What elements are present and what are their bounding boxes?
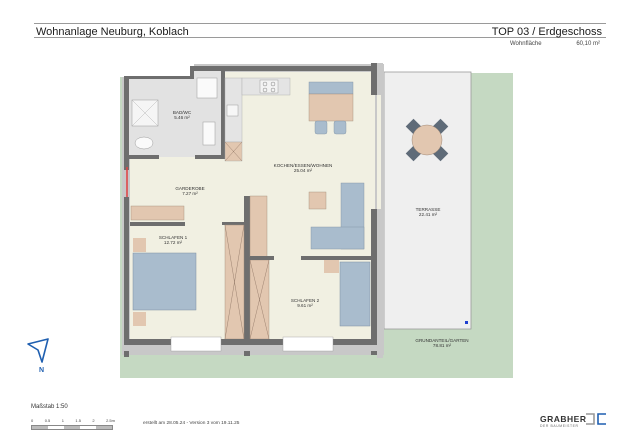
terrace-table — [405, 118, 449, 162]
washbasin — [202, 121, 216, 146]
terrace-area — [383, 71, 472, 330]
toilet — [134, 136, 154, 150]
scale-ticks: 0 0.5 1 1.5 2 2.5m — [31, 418, 115, 423]
single-bed — [339, 261, 371, 327]
scale-bar — [31, 425, 113, 430]
living-area-label: Wohnfläche — [510, 41, 542, 47]
scale-label: Maßstab 1:50 — [31, 404, 68, 410]
north-arrow-icon — [27, 338, 49, 363]
living-area-value: 60,10 m² — [576, 41, 600, 47]
logo-mark-icon — [586, 413, 606, 425]
header-bottom-rule — [34, 37, 606, 38]
creation-info: erstellt am 28.05.24 - Version 3 vom 19.… — [143, 421, 240, 426]
company-logo: GRABHER DER BAUMEISTER — [540, 414, 586, 428]
cooktop — [259, 79, 279, 94]
wardrobe-garderobe — [130, 205, 185, 221]
sink — [226, 104, 239, 117]
window-bedroom-2 — [282, 336, 334, 352]
unit-title: TOP 03 / Erdgeschoss — [491, 26, 602, 38]
logo-subtitle: DER BAUMEISTER — [540, 424, 579, 428]
logo-text: GRABHER — [540, 414, 587, 424]
double-bed — [132, 252, 197, 311]
project-title: Wohnanlage Neuburg, Koblach — [36, 26, 189, 38]
window-bedroom-1 — [170, 336, 222, 352]
header-top-rule — [34, 23, 606, 24]
north-label: N — [39, 367, 44, 374]
dining-table — [308, 93, 354, 122]
bench — [308, 81, 354, 95]
